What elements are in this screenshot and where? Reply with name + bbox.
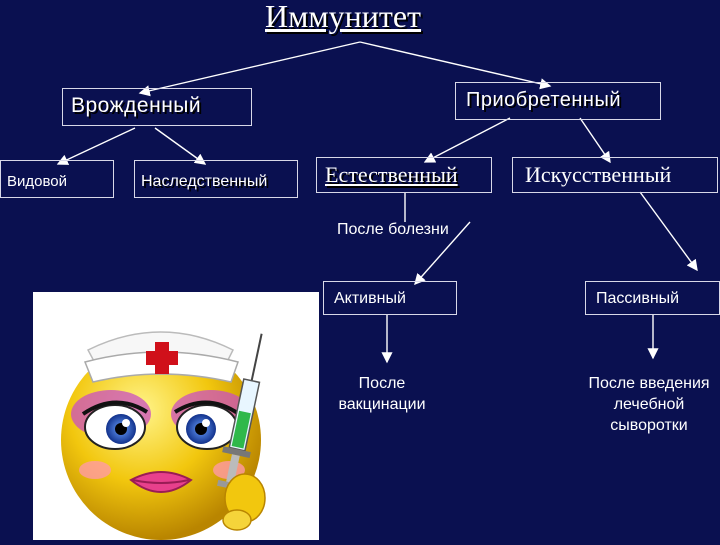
acquired-box: Приобретенный bbox=[455, 82, 661, 120]
nurse-smiley-icon bbox=[61, 331, 266, 540]
page-title: Иммунитет bbox=[265, 0, 422, 34]
innate-box: Врожденный bbox=[62, 88, 252, 126]
arrow-title-innate bbox=[138, 41, 361, 97]
natural-note: После болезни bbox=[337, 221, 449, 238]
arrow-title-acquired bbox=[359, 41, 552, 90]
arrow-innate-hereditary bbox=[154, 127, 207, 165]
passive-result: После введения лечебной сыворотки bbox=[588, 375, 710, 434]
arrow-natural-active bbox=[414, 221, 471, 286]
natural-box: Естественный bbox=[316, 157, 492, 193]
active-box: Активный bbox=[323, 281, 457, 315]
arrow-acquired-natural bbox=[423, 117, 511, 163]
arrow-innate-species bbox=[56, 127, 136, 165]
arrow-artificial-passive bbox=[639, 191, 698, 272]
hereditary-box: Наследственный bbox=[134, 160, 298, 198]
arrow-acquired-artificial bbox=[579, 117, 611, 164]
illustration-panel bbox=[33, 292, 319, 540]
active-result: После вакцинации bbox=[338, 375, 426, 413]
species-box: Видовой bbox=[0, 160, 114, 198]
passive-box: Пассивный bbox=[585, 281, 720, 315]
artificial-box: Искусственный bbox=[512, 157, 718, 193]
